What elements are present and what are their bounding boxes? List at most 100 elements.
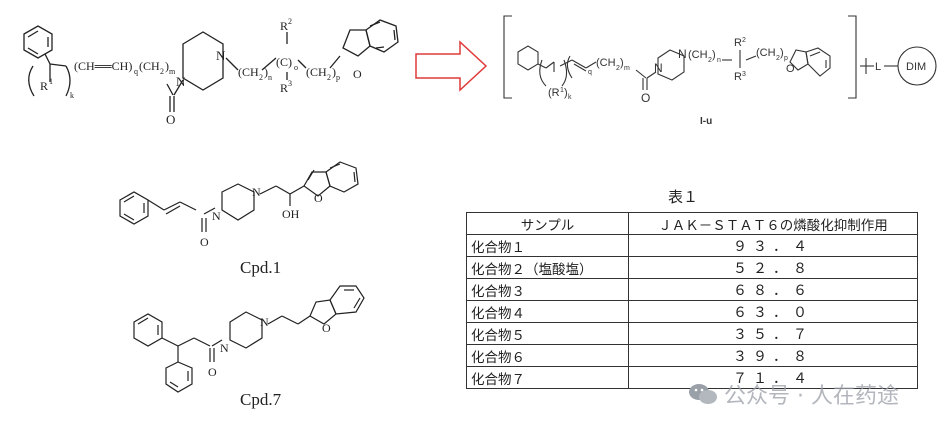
sample-cell: 化合物３ (466, 278, 629, 301)
svg-text:q: q (588, 69, 592, 76)
header-sample: サンプル (466, 212, 629, 235)
svg-text:O: O (166, 112, 175, 127)
svg-text:2: 2 (327, 73, 331, 82)
svg-text:R: R (734, 37, 742, 49)
svg-text:(CH: (CH (306, 65, 327, 79)
value-cell: ３５．７ (628, 322, 918, 345)
svg-text:2: 2 (616, 65, 620, 72)
svg-text:2: 2 (259, 73, 263, 82)
sample-cell: 化合物６ (466, 344, 629, 367)
svg-text:o: o (294, 63, 298, 72)
svg-text:(C): (C) (276, 55, 292, 69)
svg-text:3: 3 (742, 71, 746, 78)
svg-text:O: O (208, 365, 217, 379)
svg-text:N: N (654, 61, 663, 75)
svg-text:p: p (336, 73, 340, 82)
table-row: 化合物５ ３５．７ (466, 322, 918, 345)
svg-text:2: 2 (776, 55, 780, 62)
sample-cell: 化合物２（塩酸塩） (466, 256, 629, 279)
svg-text:): ) (780, 47, 784, 59)
svg-text:n: n (268, 73, 272, 82)
svg-text:R: R (40, 79, 48, 93)
table-row: 化合物１ ９３．４ (466, 234, 918, 257)
phenyl-ring (23, 25, 53, 59)
value-cell: ７１．４ (628, 366, 918, 389)
svg-text:N: N (260, 315, 269, 329)
svg-text:O: O (786, 63, 795, 75)
svg-text:3: 3 (288, 79, 292, 88)
svg-text:m: m (169, 67, 176, 76)
svg-text:N: N (220, 341, 229, 355)
watermark-text: 公众号 · 人在药途 (724, 384, 899, 409)
inhibition-table: サンプル ＪＡＫ－ＳＴＡＴ６の燐酸化抑制作用 化合物１ ９３．４ 化合物２（塩酸… (466, 212, 918, 389)
compound-1-caption: Cpd.1 (240, 258, 282, 277)
furan-ring (342, 29, 371, 57)
sample-cell: 化合物４ (466, 300, 629, 323)
value-cell: ９３．４ (628, 234, 918, 257)
compound-7-drawing: N N O O (133, 285, 365, 393)
table-row: 化合物３ ６８．６ (466, 278, 918, 301)
svg-text:): ) (564, 87, 568, 99)
svg-text:O: O (314, 191, 323, 205)
svg-text:R: R (280, 81, 288, 95)
sample-cell: 化合物７ (466, 366, 629, 389)
sample-cell: 化合物５ (466, 322, 629, 345)
svg-text:m: m (624, 65, 630, 72)
svg-text:): ) (712, 49, 716, 61)
svg-text:n: n (717, 57, 721, 64)
svg-text:1: 1 (560, 87, 564, 94)
table-row: 化合物４ ６３．０ (466, 300, 918, 323)
table-row: 化合物７ ７１．４ (466, 366, 918, 389)
value-cell: ３９．８ (628, 344, 918, 367)
svg-text:p: p (784, 55, 788, 62)
transform-arrow-icon (415, 40, 488, 92)
piperazine-ring (182, 31, 224, 91)
value-cell: ６８．６ (628, 278, 918, 301)
header-inhibition: ＪＡＫ－ＳＴＡＴ６の燐酸化抑制作用 (628, 212, 918, 235)
dim-label: DIM (906, 61, 926, 73)
table-row: 化合物２（塩酸塩） ５２．８ (466, 256, 918, 279)
benzo-ring (365, 19, 399, 53)
svg-text:(CH: (CH (238, 65, 259, 79)
svg-text:N: N (252, 185, 261, 199)
watermark: 公众号 · 人在药途 (688, 378, 899, 410)
svg-text:2: 2 (160, 67, 164, 76)
svg-text:R: R (280, 19, 288, 33)
svg-text:(CH: (CH (688, 49, 708, 61)
value-cell: ６３．０ (628, 300, 918, 323)
svg-text:2: 2 (288, 17, 292, 26)
svg-text:O: O (641, 91, 650, 105)
svg-text:2: 2 (708, 57, 712, 64)
svg-text:q: q (134, 67, 138, 76)
value-cell: ５２．８ (628, 256, 918, 279)
svg-text:N: N (212, 209, 221, 223)
svg-text:k: k (70, 91, 74, 100)
svg-text:O: O (322, 321, 331, 335)
table-row: 化合物６ ３９．８ (466, 344, 918, 367)
svg-text:(CH══CH): (CH══CH) (74, 59, 132, 73)
svg-text:N: N (216, 48, 226, 63)
svg-text:(R: (R (548, 87, 560, 99)
linker-label: L (875, 61, 881, 73)
svg-text:): ) (332, 65, 336, 79)
wechat-icon (689, 384, 717, 404)
svg-text:1: 1 (49, 77, 53, 86)
svg-text:R: R (734, 71, 742, 83)
svg-text:(CH: (CH (756, 47, 776, 59)
svg-text:k: k (568, 94, 572, 101)
sample-cell: 化合物１ (466, 234, 629, 257)
compound-7-caption: Cpd.7 (240, 390, 282, 409)
dim-ligand-circle (897, 46, 937, 86)
svg-text:): ) (165, 59, 169, 73)
svg-text:O: O (353, 67, 362, 81)
svg-text:): ) (620, 57, 624, 69)
table-header-row: サンプル ＪＡＫ－ＳＴＡＴ６の燐酸化抑制作用 (466, 212, 918, 235)
svg-text:2: 2 (742, 37, 746, 44)
compound-1-drawing: N N O O OH (119, 161, 359, 249)
svg-text:N: N (176, 74, 186, 89)
svg-text:N: N (678, 47, 687, 61)
table-title: 表１ (668, 188, 699, 206)
svg-text:): ) (264, 65, 268, 79)
hydroxyl-label: OH (282, 207, 300, 221)
